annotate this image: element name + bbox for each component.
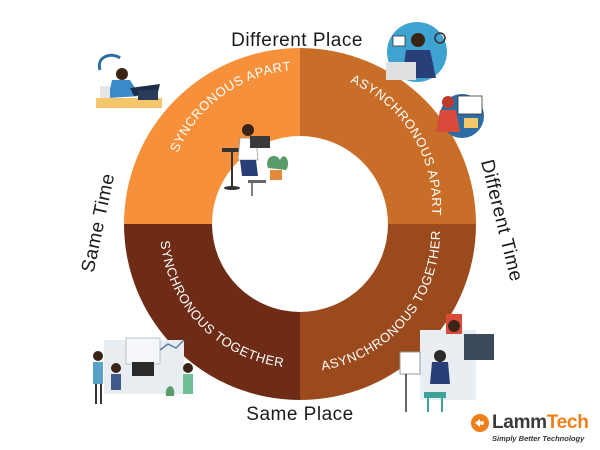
axis-label-top: Different Place bbox=[231, 30, 363, 51]
quadrant-synchronous-apart bbox=[124, 48, 300, 224]
quadrant-asynchronous-together bbox=[300, 224, 476, 400]
axis-label-left: Same Time bbox=[78, 171, 119, 274]
logo-name: LammTech bbox=[492, 412, 589, 433]
axis-label-right: Different Time bbox=[476, 158, 527, 284]
illustration-analyst bbox=[436, 94, 484, 138]
axis-label-bottom: Same Place bbox=[246, 404, 353, 425]
illustration-remote-worker bbox=[386, 22, 447, 82]
quadrant-asynchronous-apart bbox=[300, 48, 476, 224]
illustration-desk-worker bbox=[222, 124, 289, 196]
illustration-team-meeting bbox=[93, 337, 193, 404]
illustration-relaxing-person bbox=[96, 53, 162, 108]
logo-tagline: Simply Better Technology bbox=[492, 434, 585, 443]
quadrant-synchronous-together bbox=[124, 224, 300, 400]
brand-logo: LammTech Simply Better Technology bbox=[470, 410, 595, 446]
illustration-developer bbox=[399, 314, 494, 412]
logo-mark-icon bbox=[471, 414, 489, 432]
